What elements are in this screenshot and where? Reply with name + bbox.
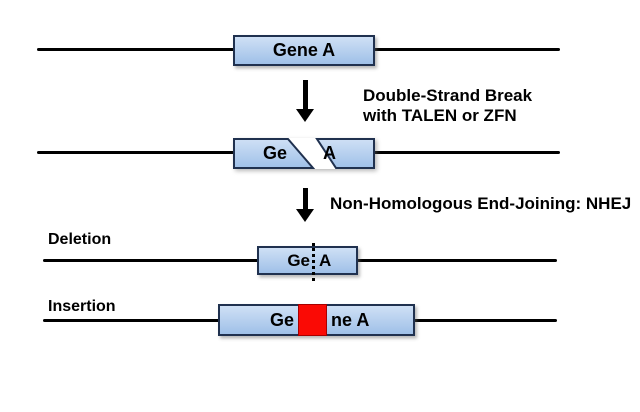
insertion-label: Insertion [48,298,116,315]
deletion-gene-label-right: A [319,251,332,270]
insertion-gene-label-left: Ge [269,310,294,330]
broken-gene-shape [233,138,375,169]
gene-a-box: Gene A [233,35,375,66]
step1-caption-line2: with TALEN or ZFN [363,106,517,125]
insertion-gene-box: Ge ne A [218,304,415,336]
deletion-gene-label-left: Ge [287,251,310,270]
down-arrow-icon [296,80,315,122]
broken-gene-box: Ge A [233,138,375,169]
broken-gene-label-left: Ge [263,143,288,163]
deletion-gene-box: Ge A [257,243,358,281]
insertion-gene-label-right: ne A [331,310,370,330]
gene-a-label: Gene A [272,40,336,60]
broken-gene-label-right: A [323,143,336,163]
down-arrow-icon [296,188,315,222]
step2-caption: Non-Homologous End-Joining: NHEJ [330,194,632,213]
inserted-segment [298,304,327,336]
step1-caption-line1: Double-Strand Break [363,86,533,105]
deletion-dotted-line [312,243,315,281]
step1-caption: Double-Strand Break with TALEN or ZFN [363,86,532,126]
deletion-label: Deletion [48,231,112,248]
